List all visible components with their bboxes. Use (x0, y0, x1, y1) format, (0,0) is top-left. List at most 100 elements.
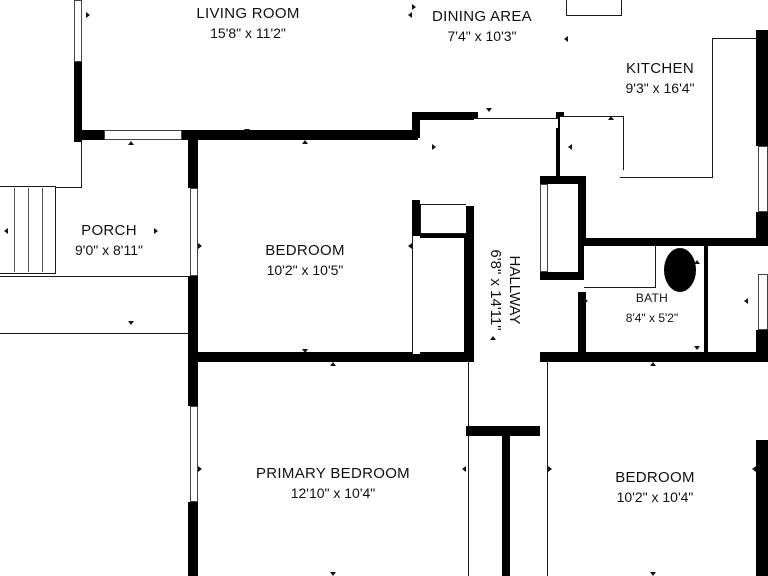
closet-outline (468, 362, 476, 576)
room-name: DINING AREA (432, 8, 532, 25)
room-dimensions: 6'8" x 14'11" (487, 249, 504, 331)
wall (188, 502, 198, 576)
porch-outline-bottom (0, 276, 190, 334)
window (758, 146, 768, 212)
wall (188, 352, 474, 362)
room-name: LIVING ROOM (196, 5, 300, 22)
wall (74, 62, 82, 142)
window (190, 188, 198, 276)
room-dimensions: 15'8" x 11'2" (210, 24, 286, 41)
wall (188, 276, 198, 406)
wall (182, 130, 418, 140)
wall (540, 352, 768, 362)
dimension-tick (752, 466, 756, 472)
kitchen-counter (620, 170, 714, 178)
dimension-tick (650, 572, 656, 576)
toilet-icon (664, 248, 696, 292)
dimension-tick (408, 243, 412, 249)
dimension-tick (486, 108, 492, 112)
wall (578, 292, 586, 356)
dimension-tick (244, 129, 250, 133)
dimension-tick (198, 243, 202, 249)
dimension-tick (198, 466, 202, 472)
room-dimensions: 7'4" x 10'3" (447, 27, 517, 44)
dimension-tick (432, 144, 436, 150)
dimension-tick (650, 362, 656, 366)
room-label-kitchen: KITCHEN 9'3" x 16'4" (600, 59, 720, 97)
dimension-tick (408, 12, 412, 18)
wall (704, 244, 708, 356)
dimension-tick (584, 298, 588, 304)
room-dimensions: 12'10" x 10'4" (290, 484, 376, 501)
room-dimensions: 9'0" x 8'11" (75, 241, 143, 258)
dimension-tick (744, 298, 748, 304)
dimension-tick (412, 4, 416, 10)
wall (412, 200, 420, 240)
room-name: BEDROOM (615, 469, 695, 486)
room-label-primary-bedroom: PRIMARY BEDROOM 12'10" x 10'4" (253, 464, 413, 502)
dimension-tick (564, 36, 568, 42)
appliance (566, 0, 622, 16)
dimension-tick (86, 12, 90, 18)
dimension-tick (490, 336, 496, 340)
room-dimensions: 10'2" x 10'4" (616, 488, 694, 505)
wall (756, 440, 768, 576)
room-label-bedroom: BEDROOM 10'2" x 10'5" (245, 241, 365, 279)
dimension-tick (694, 346, 700, 350)
stair-tread (28, 188, 29, 272)
room-name: BEDROOM (265, 242, 345, 259)
room-name: PRIMARY BEDROOM (256, 465, 410, 482)
wall (74, 130, 104, 140)
room-label-bedroom: BEDROOM 10'2" x 10'4" (595, 468, 715, 506)
wall (756, 212, 768, 246)
window (758, 274, 768, 330)
stair-tread (42, 188, 43, 272)
window (190, 406, 198, 502)
wall (756, 330, 768, 360)
closet-door (540, 184, 548, 272)
wall (756, 30, 768, 146)
dimension-tick (330, 362, 336, 366)
dimension-tick (302, 349, 308, 353)
room-name: HALLWAY (505, 255, 523, 325)
wall (540, 176, 584, 184)
room-label-dining-area: DINING AREA 7'4" x 10'3" (422, 7, 542, 45)
room-name: PORCH (81, 222, 137, 239)
wall (578, 176, 586, 280)
dimension-tick (302, 140, 308, 144)
bath-tub (584, 246, 656, 288)
dimension-tick (128, 321, 134, 325)
dimension-tick (330, 572, 336, 576)
dimension-tick (4, 228, 8, 234)
window (74, 0, 82, 62)
dimension-tick (568, 144, 572, 150)
wall (464, 206, 474, 362)
hall-outline (474, 118, 558, 128)
closet-outline (540, 362, 548, 576)
wall (412, 112, 420, 138)
dimension-tick (548, 466, 552, 472)
room-dimensions: 10'2" x 10'5" (266, 261, 344, 278)
room-dimensions: 9'3" x 16'4" (625, 79, 695, 96)
wall (188, 136, 198, 188)
dimension-tick (608, 116, 614, 120)
room-name: KITCHEN (626, 60, 694, 77)
room-label-bath: BATH 8'4" x 5'2" (612, 291, 692, 326)
doorway (104, 130, 182, 140)
wall (502, 432, 510, 576)
closet-outline (420, 204, 466, 234)
wall (580, 238, 768, 246)
wall (540, 272, 584, 280)
closet-outline (412, 236, 420, 354)
dimension-tick (694, 260, 700, 264)
wall (466, 426, 546, 436)
room-label-porch: PORCH 9'0" x 8'11" (49, 221, 169, 259)
porch-outline-top (0, 140, 82, 188)
room-label-hallway: HALLWAY 6'8" x 14'11" (485, 249, 523, 330)
wall (412, 230, 470, 238)
stair-tread (14, 188, 15, 272)
dimension-tick (462, 466, 466, 472)
room-label-living-room: LIVING ROOM 15'8" x 11'2" (188, 4, 308, 42)
dimension-tick (128, 141, 134, 145)
